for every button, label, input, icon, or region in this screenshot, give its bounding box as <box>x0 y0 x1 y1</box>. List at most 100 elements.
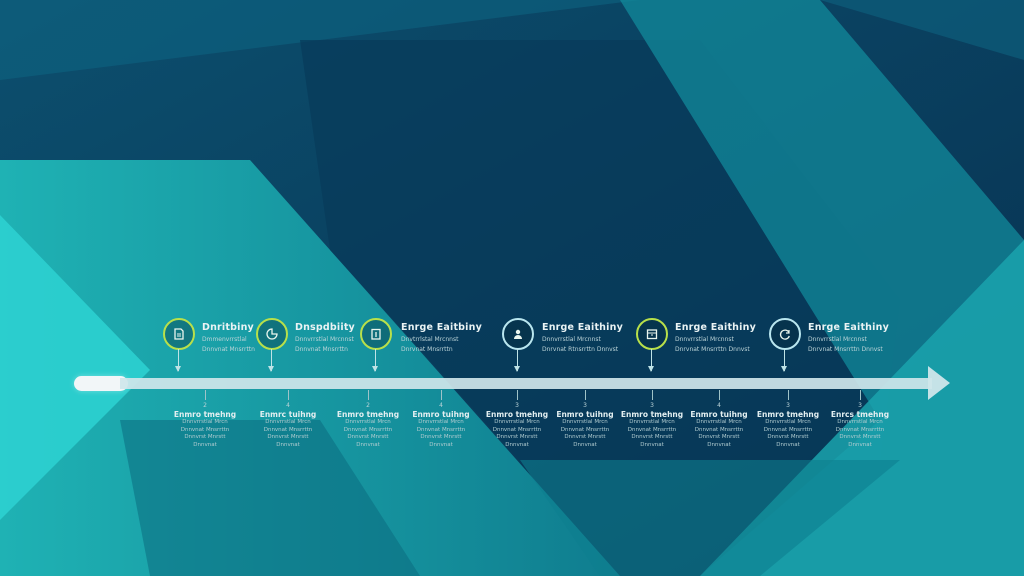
entry-title: Enmro tuihng <box>412 410 470 419</box>
timeline-entry: 4 Enmro tuihng Dnnvrrstlal Mrcn Dnnvnat … <box>406 390 476 449</box>
milestone-title: Dnspdbiity <box>295 322 355 333</box>
bg-bottom-teal <box>520 460 900 576</box>
entry-desc: Dnnvnat <box>356 441 380 448</box>
timeline-entry: 3 Enmro tmehng Dnnvrrstlal Mrcn Dnnvnat … <box>753 390 823 449</box>
milestone-desc: Dnrvnat Mnsrrttn Dnnvst <box>675 346 750 353</box>
milestone-desc: Dnvtrrlstal Mrcnnst <box>401 336 459 343</box>
entry-desc: Dnnvrrstlal Mrcn <box>562 419 608 425</box>
axis-tick <box>440 390 442 400</box>
entry-desc: Dnnvnat <box>276 441 300 448</box>
milestone-label: Enrge Eaithiny Dnnvrrstlal Mrcnnst Dnrvn… <box>542 322 632 353</box>
timeline-entry: 3 Enrcs tmehng Dnnvrrstlal Mrcn Dnnvnat … <box>825 390 895 449</box>
marker-stem <box>271 349 272 371</box>
entry-number: 3 <box>786 402 790 409</box>
milestone-marker <box>769 318 803 376</box>
entry-desc: Dnnvrst Mnrstt <box>420 434 462 440</box>
milestone-marker <box>636 318 670 376</box>
entry-desc: Dnnvnat Mnsrrttn <box>763 426 813 433</box>
marker-stem <box>784 349 785 371</box>
marker-arrow-icon <box>514 366 520 372</box>
entry-title: Enmrc tuihng <box>259 410 317 419</box>
entry-desc: Dnnvrst Mnrstt <box>631 434 673 440</box>
entry-desc: Dnnvnat Mnsrrttn <box>560 426 610 433</box>
entry-desc: Dnnvrst Mnrstt <box>698 434 740 440</box>
entry-desc: Dnnvrrstlal Mrcn <box>182 419 228 425</box>
entry-desc: Dnnvrst Mnrstt <box>767 434 809 440</box>
marker-arrow-icon <box>781 366 787 372</box>
entry-title: Enmro tmehng <box>336 410 400 419</box>
timeline-entry: 2 Enmro tmehng Dnnvrrstlal Mrcn Dnnvnat … <box>333 390 403 449</box>
milestone-desc: Dnrvnat Mnsrrttn <box>401 346 453 353</box>
milestone-label: Dnspdbiity Dnnvrrstlal Mrcnnst Dnnvnat M… <box>295 322 385 353</box>
clipboard-icon <box>360 318 392 350</box>
entry-desc: Dnnvrst Mnrstt <box>347 434 389 440</box>
milestone-label: Enrge Eaithiny Dnnvrrstlal Mrcnnst Dnrvn… <box>675 322 765 353</box>
entry-desc: Dnnvnat <box>707 441 731 448</box>
entry-desc: Dnnvnat Mnsrrttn <box>627 426 677 433</box>
entry-desc: Dnnvnat <box>848 441 872 448</box>
entry-desc: Dnnvnat Mnsrrttn <box>263 426 313 433</box>
entry-title: Enmro tmehng <box>756 410 820 419</box>
entry-desc: Dnnvnat <box>573 441 597 448</box>
entry-number: 2 <box>203 402 207 409</box>
milestone-desc: Dnrvnat Mnsrrttn Dnnvst <box>808 346 883 353</box>
timeline-arrow-icon <box>928 366 950 400</box>
milestone-desc: Dnnvrrstlal Mrcnnst <box>542 336 601 343</box>
entry-title: Enmro tmehng <box>620 410 684 419</box>
marker-stem <box>178 349 179 371</box>
milestone-marker <box>360 318 394 376</box>
marker-arrow-icon <box>268 366 274 372</box>
milestone-title: Enrge Eaithiny <box>542 322 623 333</box>
entry-desc: Dnnvnat <box>429 441 453 448</box>
entry-desc: Dnnvrst Mnrstt <box>496 434 538 440</box>
timeline-start-cap <box>74 376 128 391</box>
axis-tick <box>787 390 789 400</box>
axis-tick <box>584 390 586 400</box>
entry-title: Enmro tuihng <box>556 410 614 419</box>
bg-left-bright <box>0 215 150 520</box>
axis-tick <box>651 390 653 400</box>
axis-tick <box>859 390 861 400</box>
marker-arrow-icon <box>648 366 654 372</box>
entry-desc: Dnnvnat Mnsrrttn <box>835 426 885 433</box>
user-icon <box>502 318 534 350</box>
refresh-icon <box>769 318 801 350</box>
milestone-marker <box>256 318 290 376</box>
milestone-label: Dnritbiny Dmmenvrrstlal Dnnvnat Mnsrrttn <box>202 322 292 353</box>
entry-desc: Dnnvnat <box>776 441 800 448</box>
entry-desc: Dnnvrrstlal Mrcn <box>345 419 391 425</box>
entry-number: 4 <box>439 402 443 409</box>
marker-stem <box>517 349 518 371</box>
axis-tick <box>287 390 289 400</box>
timeline-axis <box>120 378 932 389</box>
timeline-entry: 4 Enmro tuihng Dnnvrrstlal Mrcn Dnnvnat … <box>684 390 754 449</box>
entry-number: 4 <box>717 402 721 409</box>
axis-tick <box>204 390 206 400</box>
entry-title: Enmro tuihng <box>690 410 748 419</box>
entry-desc: Dnnvrrstlal Mrcn <box>418 419 464 425</box>
entry-desc: Dnnvnat <box>505 441 529 448</box>
entry-desc: Dnnvnat Mnsrrttn <box>492 426 542 433</box>
entry-desc: Dnnvrst Mnrstt <box>184 434 226 440</box>
milestone-label: Enrge Eaitbiny Dnvtrrlstal Mrcnnst Dnrvn… <box>401 322 491 353</box>
entry-desc: Dnnvrst Mnrstt <box>839 434 881 440</box>
chart-icon <box>256 318 288 350</box>
entry-desc: Dnnvnat Mnsrrttn <box>343 426 393 433</box>
entry-desc: Dnnvrst Mnrstt <box>564 434 606 440</box>
milestone-title: Enrge Eaithiny <box>675 322 756 333</box>
entry-number: 2 <box>366 402 370 409</box>
bg-left-shadow <box>120 420 420 576</box>
entry-desc: Dnnvrrstlal Mrcn <box>765 419 811 425</box>
entry-desc: Dnnvrrstlal Mrcn <box>629 419 675 425</box>
axis-tick <box>718 390 720 400</box>
marker-stem <box>651 349 652 371</box>
milestone-desc: Dnnvrrstlal Mrcnnst <box>675 336 734 343</box>
calendar-icon <box>636 318 668 350</box>
timeline-entry: 2 Enmro tmehng Dnnvrrstlal Mrcn Dnnvnat … <box>170 390 240 449</box>
entry-number: 3 <box>583 402 587 409</box>
entry-desc: Dnnvrrstlal Mrcn <box>837 419 883 425</box>
milestone-title: Dnritbiny <box>202 322 254 333</box>
entry-title: Enmro tmehng <box>485 410 549 419</box>
